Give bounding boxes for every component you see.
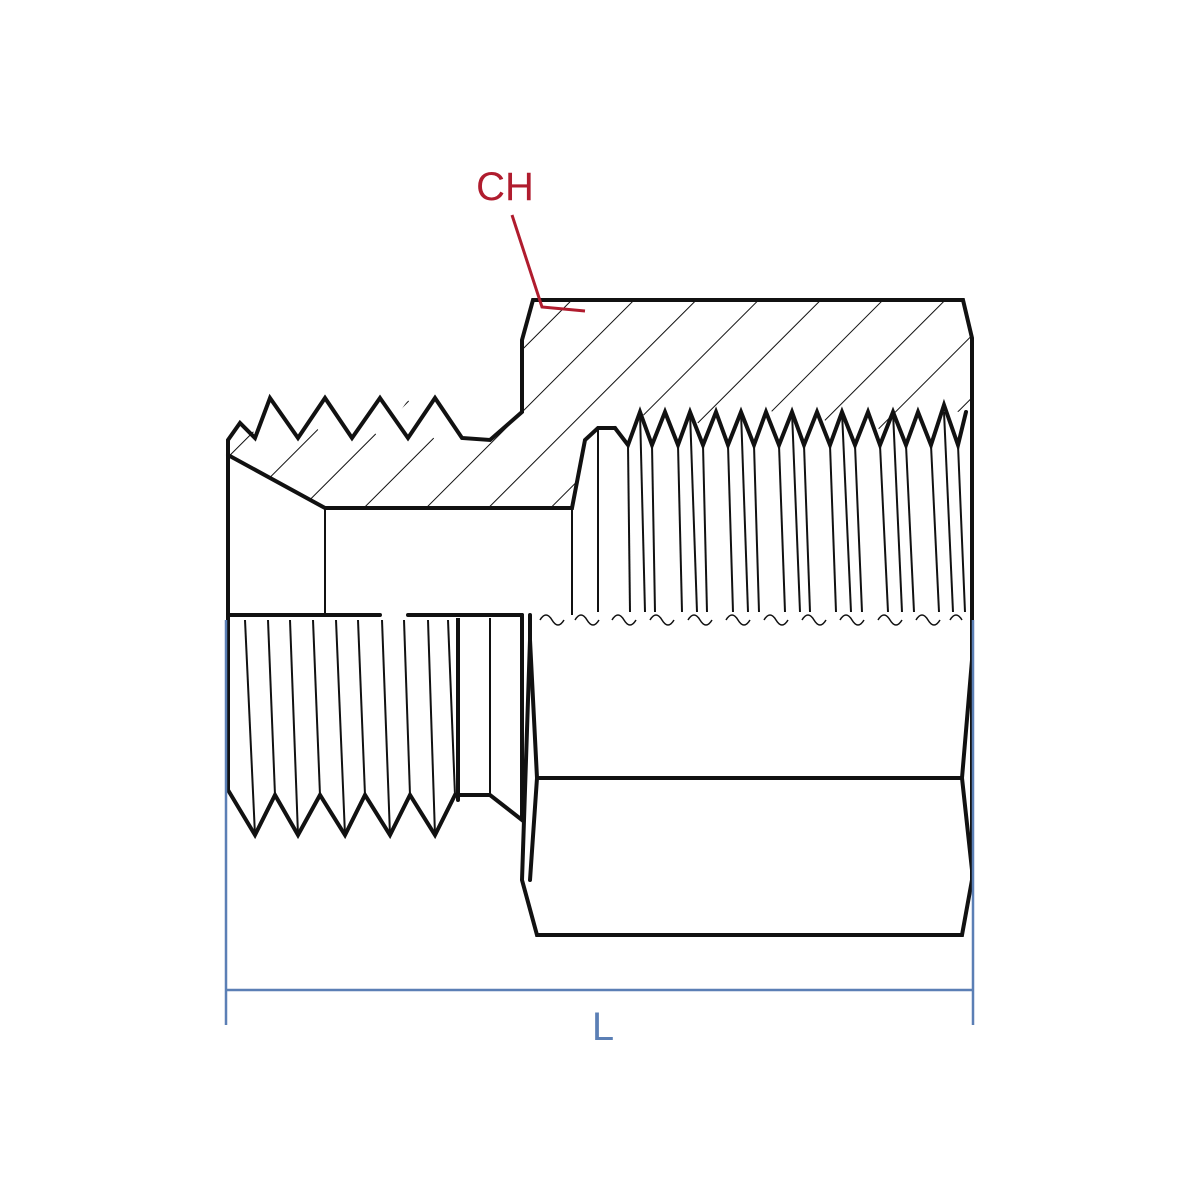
length-dimension <box>224 620 975 1025</box>
hex-flat-edge-left <box>528 638 539 780</box>
across-flats-label: CH <box>476 165 534 209</box>
section-outline <box>226 298 974 617</box>
hex-flat-edge-right-lower <box>960 776 974 872</box>
external-view <box>226 613 974 937</box>
male-thread-section-flank <box>226 426 617 510</box>
hex-body-outline <box>519 613 974 937</box>
thread-centerline-marks <box>539 614 963 626</box>
length-label: L <box>592 1005 614 1049</box>
male-thread-lines <box>244 618 491 836</box>
hex-flat-edge-right <box>960 658 974 780</box>
across-flats-callout: CH <box>476 165 586 313</box>
section-hatch <box>228 300 972 508</box>
section-view <box>226 298 974 626</box>
across-flats-leader <box>510 214 586 313</box>
hex-flat-edge-left-lower <box>528 776 539 882</box>
female-thread-lines <box>597 411 966 613</box>
